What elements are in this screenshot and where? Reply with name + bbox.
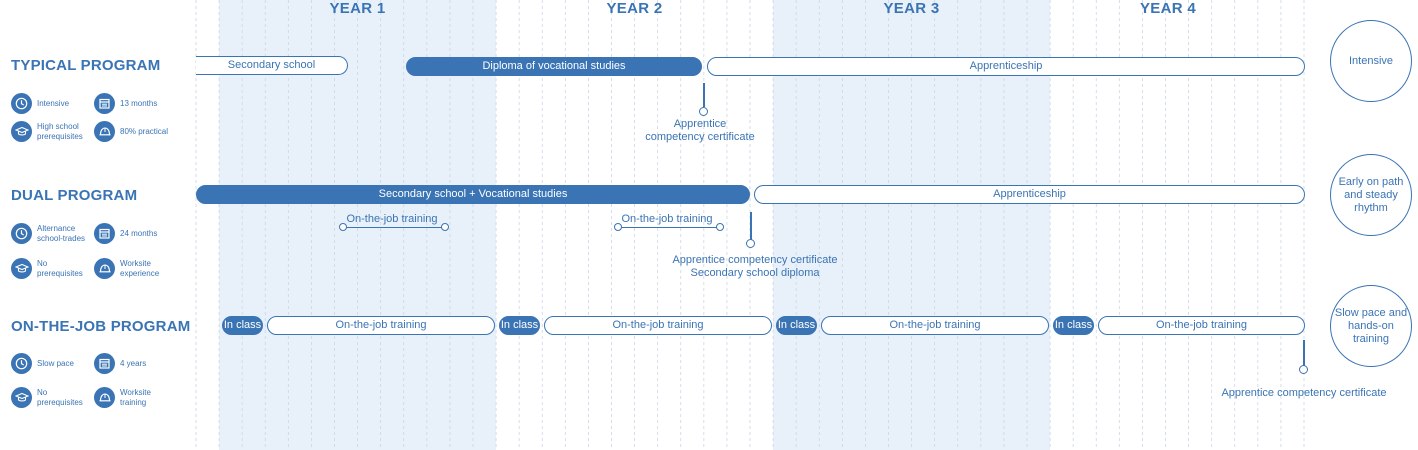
onthejob-attr-duration-label: 4 years [120,358,147,368]
typical-secondary-school-bar: Secondary school [196,56,348,75]
dual-apprenticeship-bar: Apprenticeship [754,185,1305,204]
clock-icon [11,353,32,374]
onthejob-milestone-marker [1299,365,1308,374]
dual-milestone-line [750,212,752,240]
dual-milestone-marker [746,239,755,248]
year-2-header: YEAR 2 [606,0,663,17]
typical-summary-circle: Intensive [1330,20,1412,102]
dual-attr-duration-label: 24 months [120,228,158,238]
onthejob-summary-circle: Slow pace and hands-on training [1330,285,1412,367]
dual-training-2-span [618,226,720,228]
dual-attr-experience-label: Worksite experience [120,258,160,278]
typical-milestone-marker [699,107,708,116]
onthejob-training-2: On-the-job training [544,316,772,335]
typical-milestone-label: Apprentice competency certificate [645,118,755,143]
typical-attr-duration-label: 13 months [120,98,158,108]
dual-attr-pace-label: Alternance school-trades [37,223,86,243]
dual-attr-prereq-label: No prerequisites [37,258,83,278]
onthejob-program-title: ON-THE-JOB PROGRAM [11,318,191,335]
onthejob-training-3: On-the-job training [821,316,1049,335]
graduation-cap-icon [11,121,32,142]
typical-attr-pace-label: Intensive [37,98,70,108]
onthejob-attr-training: Worksite training [94,387,151,408]
onthejob-in-class-1: In class [222,316,263,335]
hard-hat-icon [94,121,115,142]
typical-attr-prereq-label: High school prerequisites [37,121,83,141]
onthejob-in-class-4: In class [1053,316,1094,335]
dual-training-2-end-marker [716,223,724,231]
dual-combined-studies-bar: Secondary school + Vocational studies [196,185,750,204]
typical-apprenticeship-bar: Apprenticeship [707,57,1305,76]
typical-attr-practice: 80% practical [94,121,168,142]
dual-attr-experience: Worksite experience [94,258,159,279]
onthejob-milestone-label: Apprentice competency certificate [1221,387,1387,399]
typical-attr-pace: Intensive [11,93,69,114]
typical-attr-duration: 13 months [94,93,157,114]
calendar-icon [94,223,115,244]
onthejob-in-class-2: In class [499,316,540,335]
dual-training-1-span [343,226,445,228]
graduation-cap-icon [11,387,32,408]
year-1-header: YEAR 1 [329,0,386,17]
onthejob-attr-prereq-label: No prerequisites [37,387,83,407]
hard-hat-icon [94,387,115,408]
onthejob-milestone-line [1303,340,1305,366]
dual-milestone-label: Apprentice competency certificate Second… [672,254,838,279]
typical-program-title: TYPICAL PROGRAM [11,57,161,74]
typical-attr-practice-label: 80% practical [120,126,169,136]
calendar-icon [94,93,115,114]
onthejob-in-class-3: In class [776,316,817,335]
clock-icon [11,93,32,114]
typical-milestone-line [703,83,705,107]
hard-hat-icon [94,258,115,279]
onthejob-attr-pace: Slow pace [11,353,74,374]
onthejob-attr-duration: 4 years [94,353,146,374]
dual-attr-prereq: No prerequisites [11,258,83,279]
dual-summary-circle: Early on path and steady rhythm [1330,154,1412,236]
onthejob-attr-pace-label: Slow pace [37,358,74,368]
onthejob-attr-prereq: No prerequisites [11,387,83,408]
dual-attr-pace: Alternance school-trades [11,223,85,244]
dual-training-1-label: On-the-job training [346,213,438,225]
year-3-header: YEAR 3 [883,0,940,17]
year-4-header: YEAR 4 [1140,0,1196,17]
typical-diploma-bar: Diploma of vocational studies [406,57,702,76]
dual-program-title: DUAL PROGRAM [11,187,138,204]
onthejob-training-1: On-the-job training [267,316,495,335]
dual-training-2-label: On-the-job training [621,213,713,225]
dual-training-2-start-marker [614,223,622,231]
dual-training-1-end-marker [441,223,449,231]
dual-attr-duration: 24 months [94,223,157,244]
dual-training-1-start-marker [339,223,347,231]
clock-icon [11,223,32,244]
onthejob-training-4: On-the-job training [1098,316,1305,335]
graduation-cap-icon [11,258,32,279]
typical-attr-prereq: High school prerequisites [11,121,83,142]
calendar-icon [94,353,115,374]
onthejob-attr-training-label: Worksite training [120,387,151,407]
